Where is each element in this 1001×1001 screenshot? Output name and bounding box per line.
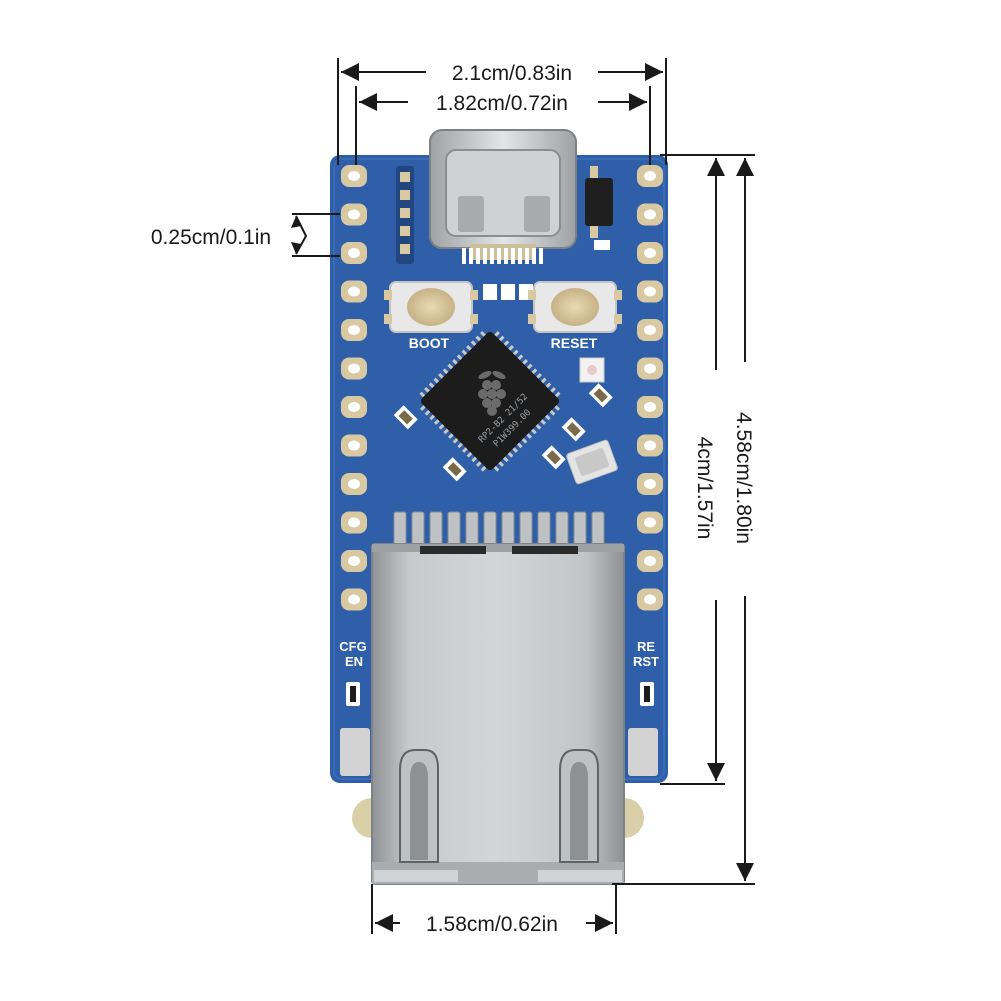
header-pad	[637, 242, 663, 264]
dimension-board-length: 4cm/1.57in	[660, 158, 725, 785]
boot-label: BOOT	[409, 335, 450, 351]
en-label: EN	[345, 654, 363, 669]
cfg-label: CFG	[339, 639, 366, 654]
rj45-pin	[393, 511, 407, 547]
board-width-label: 2.1cm/0.83in	[452, 62, 572, 85]
re-label: RE	[637, 639, 655, 654]
mounting-pads	[340, 682, 658, 776]
rj45-pin	[573, 511, 587, 547]
header-pad	[341, 473, 367, 495]
header-pad	[637, 588, 663, 611]
diode-component	[585, 166, 613, 250]
rj45-pin	[411, 511, 425, 547]
left-header-pads	[341, 165, 367, 611]
jack-width-label: 1.58cm/0.62in	[426, 913, 558, 936]
header-pad	[341, 396, 367, 418]
dimension-jack-width: 1.58cm/0.62in	[371, 884, 617, 936]
rj45-pin	[501, 511, 515, 547]
rj45-pin	[591, 511, 605, 547]
reset-button	[528, 281, 622, 333]
rj45-pin	[555, 511, 569, 547]
rj45-pin	[465, 511, 479, 547]
header-pad	[341, 511, 367, 534]
header-pad	[341, 280, 367, 303]
passive-components	[393, 383, 613, 482]
board-length-label: 4cm/1.57in	[693, 437, 716, 540]
rj45-pin	[429, 511, 443, 547]
dimension-header-width: 1.82cm/0.72in	[355, 86, 651, 165]
header-pad	[637, 434, 663, 457]
dimension-pin-pitch: 0.25cm/0.1in	[151, 213, 340, 257]
usb-c-connector	[429, 129, 577, 264]
rj45-pin	[483, 511, 497, 547]
resistor-row	[483, 284, 533, 300]
header-pad	[637, 165, 663, 187]
usb-pin	[532, 248, 536, 264]
usb-pin	[539, 248, 543, 264]
reset-label: RESET	[551, 335, 598, 351]
usb-pin	[504, 248, 508, 264]
rj45-pin	[447, 511, 461, 547]
usb-pin	[518, 248, 522, 264]
header-pad	[341, 434, 367, 457]
header-pad	[637, 550, 663, 572]
right-header-pads	[637, 165, 663, 611]
usb-pin	[511, 248, 515, 264]
header-pad	[637, 511, 663, 534]
header-pad	[637, 357, 663, 380]
smd-components-left	[396, 166, 414, 264]
header-width-label: 1.82cm/0.72in	[436, 92, 568, 115]
header-pad	[637, 319, 663, 341]
total-length-label: 4.58cm/1.80in	[732, 412, 755, 544]
rj45-pin	[537, 511, 551, 547]
header-pad	[341, 357, 367, 380]
usb-pin	[469, 248, 473, 264]
usb-pin	[483, 248, 487, 264]
header-pad	[341, 588, 367, 611]
header-pad	[637, 396, 663, 418]
usb-pin	[490, 248, 494, 264]
header-pad	[637, 473, 663, 495]
microcontroller-chip: RP2-B2 21/52 P1W399.00	[419, 330, 561, 472]
pin-pitch-label: 0.25cm/0.1in	[151, 226, 271, 249]
header-pad	[341, 203, 367, 226]
rj45-ethernet-jack	[352, 543, 644, 885]
usb-pin	[497, 248, 501, 264]
boot-button	[384, 281, 478, 333]
rst-label: RST	[633, 654, 659, 669]
crystal-oscillator	[566, 439, 618, 485]
header-pad	[341, 550, 367, 572]
header-pad	[341, 242, 367, 264]
header-pad	[341, 319, 367, 341]
header-pad	[637, 280, 663, 303]
usb-pin	[525, 248, 529, 264]
usb-pin	[476, 248, 480, 264]
header-pad	[637, 203, 663, 226]
dimension-board-width: 2.1cm/0.83in	[337, 58, 667, 165]
raspberry-logo-icon	[478, 370, 506, 416]
usb-pin	[462, 248, 466, 264]
rj45-pin	[519, 511, 533, 547]
dimension-total-length: 4.58cm/1.80in	[612, 154, 755, 885]
header-pad	[341, 165, 367, 187]
rgb-led	[579, 357, 605, 383]
